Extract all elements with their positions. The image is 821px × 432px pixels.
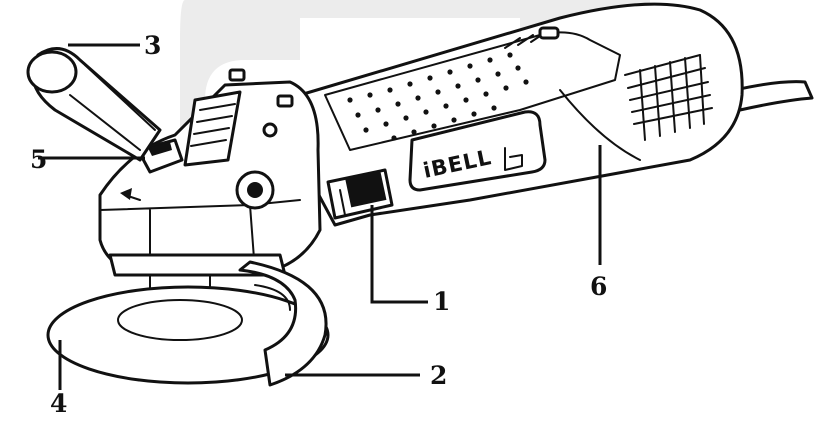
grinding-disc — [46, 285, 330, 385]
vent-dots — [347, 52, 529, 141]
ibell-b-logo-icon — [504, 147, 523, 171]
head-vents — [183, 68, 294, 167]
callout-5: 5 — [30, 145, 47, 174]
wheel-guard — [238, 260, 328, 387]
callout-2: 2 — [430, 361, 447, 390]
callout-6: 6 — [590, 272, 607, 301]
rear-grip-ridges — [559, 54, 713, 161]
leader-lines — [38, 43, 602, 390]
brand-label-panel — [408, 110, 547, 192]
power-cord — [733, 80, 814, 112]
callout-3: 3 — [144, 31, 161, 60]
callout-4: 4 — [50, 389, 67, 418]
rotation-direction-arrow-icon — [120, 188, 141, 201]
callout-1: 1 — [433, 287, 450, 316]
power-switch — [326, 168, 394, 220]
top-ridges — [504, 26, 560, 49]
side-handle — [26, 47, 162, 162]
callout-labels: 1 2 3 4 5 6 — [30, 31, 607, 418]
side-mount-bolt — [235, 170, 275, 210]
